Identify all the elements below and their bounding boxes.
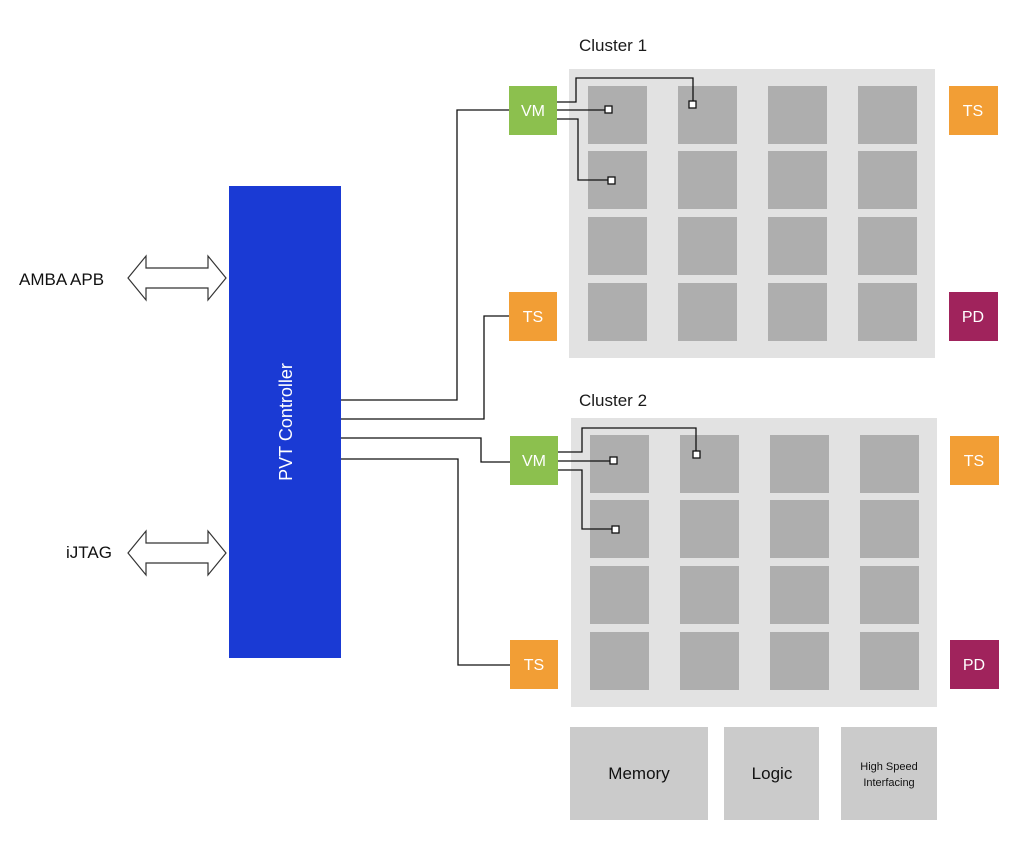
pd-sensor-cluster-1 — [949, 292, 998, 341]
ts-sensor-cluster-1-right — [949, 86, 998, 135]
grid-cell — [768, 283, 827, 341]
vm-sensor-cluster-2-label: VM — [522, 453, 546, 470]
grid-cell — [678, 151, 737, 209]
grid-cell — [858, 86, 917, 144]
grid-cell — [860, 500, 919, 558]
amba-apb-arrow — [127, 254, 227, 302]
amba-apb-label: AMBA APB — [19, 270, 104, 289]
memory-block — [570, 727, 708, 820]
vm2-probe-wire-1 — [557, 427, 697, 453]
pvt-controller-label: PVT Controller — [276, 363, 296, 481]
wire-ts1 — [341, 315, 509, 420]
grid-cell — [678, 217, 737, 275]
grid-cell — [678, 86, 737, 144]
vm1-probe-wire-1 — [556, 77, 694, 103]
grid-cell — [680, 435, 739, 493]
grid-cell — [590, 435, 649, 493]
grid-cell — [768, 86, 827, 144]
high-speed-label-line-2: Interfacing — [863, 777, 914, 789]
grid-cell — [588, 86, 647, 144]
ts-sensor-cluster-1-right-label: TS — [963, 103, 983, 120]
grid-cell — [770, 500, 829, 558]
logic-block-label: Logic — [752, 764, 793, 783]
probe-terminal — [611, 525, 620, 534]
wire-vm1 — [341, 109, 509, 401]
grid-cell — [590, 632, 649, 690]
ts-sensor-cluster-1-left — [509, 292, 557, 341]
probe-terminal — [607, 176, 616, 185]
pd-sensor-cluster-2-label: PD — [963, 657, 985, 674]
grid-cell — [680, 632, 739, 690]
vm-sensor-cluster-1 — [509, 86, 557, 135]
probe-terminal — [692, 450, 701, 459]
ijtag-label: iJTAG — [66, 543, 112, 562]
vm1-probe-wire-3 — [556, 118, 609, 181]
memory-block-label: Memory — [608, 764, 670, 783]
vm-sensor-cluster-1-label: VM — [521, 103, 545, 120]
logic-block — [724, 727, 819, 820]
grid-cell — [588, 283, 647, 341]
grid-cell — [858, 151, 917, 209]
grid-cell — [770, 566, 829, 624]
high-speed-label-line-1: High Speed — [860, 761, 918, 773]
wire-vm2 — [341, 437, 510, 463]
grid-cell — [768, 151, 827, 209]
pd-sensor-cluster-1-label: PD — [962, 309, 984, 326]
grid-cell — [768, 217, 827, 275]
ts-sensor-cluster-2-left-label: TS — [524, 657, 544, 674]
grid-cell — [770, 435, 829, 493]
probe-terminal — [604, 105, 613, 114]
ts-sensor-cluster-2-right-label: TS — [964, 453, 984, 470]
cluster-1-grid — [588, 86, 917, 341]
cluster-2-grid — [590, 435, 919, 690]
grid-cell — [770, 632, 829, 690]
grid-cell — [680, 566, 739, 624]
cluster-2-title: Cluster 2 — [579, 391, 647, 410]
ijtag-arrow — [127, 529, 227, 577]
cluster-1-title: Cluster 1 — [579, 36, 647, 55]
probe-terminal — [609, 456, 618, 465]
vm-sensor-cluster-2 — [510, 436, 558, 485]
ts-sensor-cluster-1-left-label: TS — [523, 309, 543, 326]
grid-cell — [860, 632, 919, 690]
grid-cell — [858, 217, 917, 275]
wires — [341, 77, 697, 666]
wire-ts2 — [341, 458, 510, 666]
high-speed-interfacing-block — [841, 727, 937, 820]
grid-cell — [860, 435, 919, 493]
pvt-controller-block — [229, 186, 341, 658]
grid-cell — [588, 217, 647, 275]
grid-cell — [860, 566, 919, 624]
probe-terminals — [604, 100, 701, 534]
grid-cell — [858, 283, 917, 341]
ts-sensor-cluster-2-left — [510, 640, 558, 689]
grid-cell — [678, 283, 737, 341]
grid-cell — [680, 500, 739, 558]
ts-sensor-cluster-2-right — [950, 436, 999, 485]
probe-terminal — [688, 100, 697, 109]
pd-sensor-cluster-2 — [950, 640, 999, 689]
vm2-probe-wire-3 — [557, 469, 613, 530]
grid-cell — [590, 566, 649, 624]
